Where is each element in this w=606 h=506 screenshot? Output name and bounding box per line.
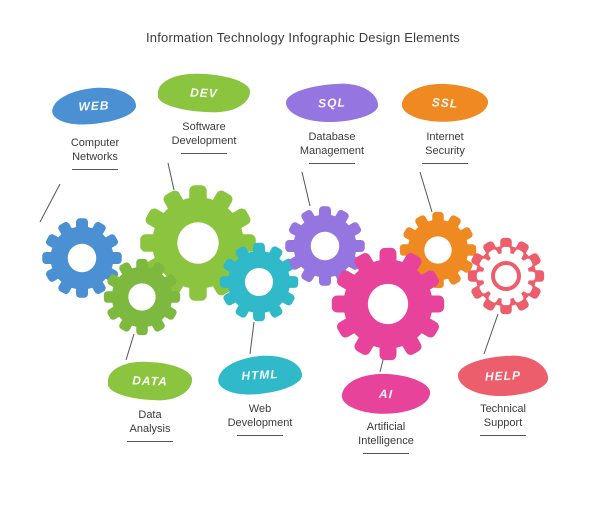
bottom-2-tag: HTML [240,367,279,383]
connector-line [167,162,175,191]
top-4-tag: SSL [431,95,459,111]
top-2-tag: DEV [189,85,219,101]
red-outline-gear-hub [491,261,521,291]
top-3-label: Database Management [278,130,386,164]
blue-gear-icon [42,218,122,298]
connector-line [125,333,135,361]
top-3-tag: SQL [317,95,347,111]
top-1-tag: WEB [78,98,110,114]
bottom-4-tag: HELP [484,368,522,384]
connector-line [483,313,499,355]
bottom-1-label: Data Analysis [96,408,204,442]
bottom-1-tag: DATA [131,373,168,389]
top-4-label: Internet Security [390,130,500,164]
connector-line [39,183,61,223]
red-outline-gear-icon [467,237,545,315]
bottom-2-label: Web Development [202,402,318,436]
connector-line [249,321,255,355]
top-2-label: Software Development [146,120,262,154]
infographic-title: Information Technology Infographic Desig… [146,30,460,45]
bottom-4-label: Technical Support [450,402,556,436]
bottom-3-tag: AI [378,386,394,402]
top-1-label: Computer Networks [30,136,160,170]
connector-line [419,171,433,213]
bottom-3-label: Artificial Intelligence [334,420,438,454]
connector-line [301,171,311,207]
connector-lines [39,162,499,373]
purple-gear-icon [285,206,365,286]
